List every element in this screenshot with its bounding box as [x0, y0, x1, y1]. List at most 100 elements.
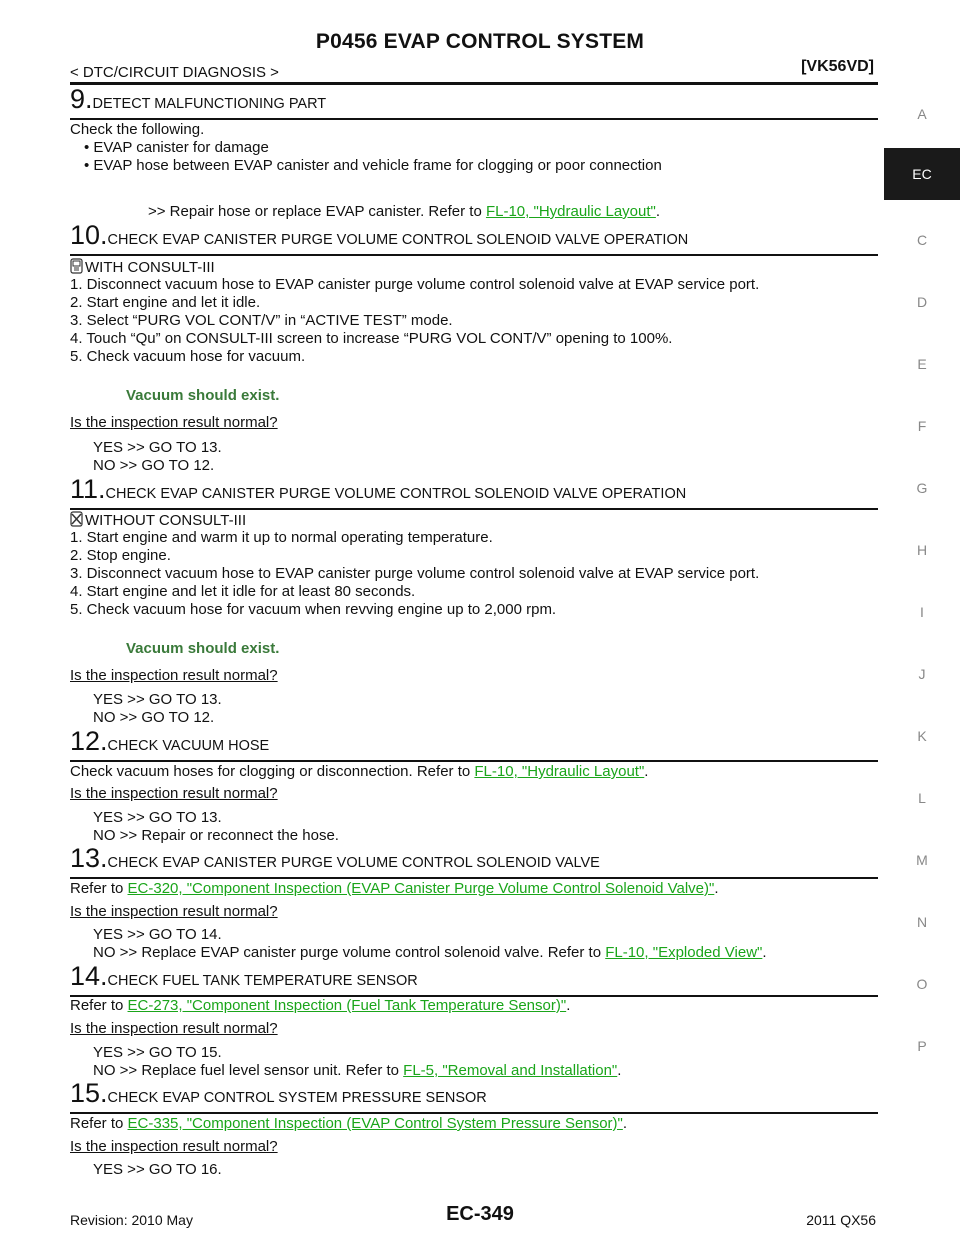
question-text: Is the inspection result normal?: [70, 667, 278, 684]
step-divider: [70, 995, 878, 997]
ref-link[interactable]: FL-5, "Removal and Installation": [403, 1062, 618, 1079]
ref-link[interactable]: EC-335, "Component Inspection (EVAP Cont…: [127, 1115, 623, 1132]
body-text: Refer to: [70, 880, 128, 897]
answer-text: NO >> Replace EVAP canister purge volume…: [93, 944, 606, 961]
action-line: >> Repair hose or replace EVAP canister.…: [148, 203, 660, 220]
step-number: 14.: [70, 961, 108, 991]
mode-label: WITHOUT CONSULT-III: [85, 512, 247, 529]
step-12-heading: 12.CHECK VACUUM HOSE: [70, 726, 269, 757]
text-line: Refer to EC-320, "Component Inspection (…: [70, 880, 719, 897]
step-number: 13.: [70, 843, 108, 873]
body-text: .: [566, 997, 571, 1014]
body-text: .: [644, 763, 649, 780]
side-tab-g[interactable]: G: [916, 480, 928, 496]
body-text: .: [622, 1115, 628, 1132]
question-text: Is the inspection result normal?: [70, 785, 278, 802]
step-number: 15.: [70, 1078, 108, 1108]
answer-yes: YES >> GO TO 16.: [93, 1161, 222, 1178]
text-line: 4. Touch “Qu” on CONSULT-III screen to i…: [70, 330, 673, 347]
step-title: CHECK EVAP CANISTER PURGE VOLUME CONTROL…: [107, 855, 600, 871]
ref-link[interactable]: FL-10, "Exploded View": [605, 944, 763, 961]
ref-link[interactable]: EC-320, "Component Inspection (EVAP Cani…: [127, 880, 715, 897]
answer-no: NO >> GO TO 12.: [93, 457, 215, 474]
mode-line: WITHOUT CONSULT-III: [70, 511, 246, 529]
answer-text: NO >> Replace fuel level sensor unit. Re…: [93, 1062, 404, 1079]
body-text: Refer to: [70, 997, 128, 1014]
text-line: 3. Disconnect vacuum hose to EVAP canist…: [70, 565, 760, 582]
text-line: • EVAP canister for damage: [84, 139, 269, 156]
step-10-heading: 10.CHECK EVAP CANISTER PURGE VOLUME CONT…: [70, 220, 688, 251]
ref-link[interactable]: EC-273, "Component Inspection (Fuel Tank…: [127, 997, 567, 1014]
answer-yes: YES >> GO TO 13.: [93, 809, 222, 826]
text-line: Check vacuum hoses for clogging or disco…: [70, 763, 648, 780]
question-text: Is the inspection result normal?: [70, 414, 278, 431]
side-tab-n[interactable]: N: [916, 914, 928, 930]
step-divider: [70, 508, 878, 510]
answer-yes: YES >> GO TO 14.: [93, 926, 222, 943]
text-line: 3. Select “PURG VOL CONT/V” in “ACTIVE T…: [70, 312, 453, 329]
side-tab-ec[interactable]: EC: [884, 148, 960, 200]
answer-no: NO >> Repair or reconnect the hose.: [93, 827, 339, 844]
side-tab-k[interactable]: K: [917, 728, 927, 744]
answer-text: .: [617, 1062, 622, 1079]
text-line: 5. Check vacuum hose for vacuum when rev…: [70, 601, 557, 618]
step-number: 11.: [70, 474, 106, 504]
side-tab-l[interactable]: L: [918, 790, 926, 806]
breadcrumb: < DTC/CIRCUIT DIAGNOSIS >: [70, 64, 279, 81]
side-tab-e[interactable]: E: [917, 356, 927, 372]
step-title: DETECT MALFUNCTIONING PART: [92, 96, 327, 112]
step-13-heading: 13.CHECK EVAP CANISTER PURGE VOLUME CONT…: [70, 843, 600, 874]
page-title: P0456 EVAP CONTROL SYSTEM: [315, 30, 645, 53]
ref-link[interactable]: FL-10, "Hydraulic Layout": [474, 763, 645, 780]
side-tab-o[interactable]: O: [916, 976, 928, 992]
action-text: .: [655, 203, 661, 220]
side-tab-a[interactable]: A: [917, 106, 927, 122]
side-tab-d[interactable]: D: [916, 294, 928, 310]
answer-no: NO >> Replace EVAP canister purge volume…: [93, 944, 767, 961]
text-line: 1. Disconnect vacuum hose to EVAP canist…: [70, 276, 760, 293]
consult-without-icon: [70, 511, 83, 527]
step-divider: [70, 877, 878, 879]
side-tab-p[interactable]: P: [917, 1038, 927, 1054]
question-text: Is the inspection result normal?: [70, 903, 278, 920]
text-line: 2. Stop engine.: [70, 547, 171, 564]
step-divider: [70, 1112, 878, 1114]
answer-yes: YES >> GO TO 13.: [93, 691, 222, 708]
step-title: CHECK EVAP CANISTER PURGE VOLUME CONTROL…: [105, 486, 687, 502]
header-divider: [70, 82, 878, 85]
step-number: 9.: [70, 84, 93, 114]
side-tab-m[interactable]: M: [916, 852, 928, 868]
consult-with-icon: [70, 258, 83, 274]
side-tab-i[interactable]: I: [920, 604, 924, 620]
text-line: 5. Check vacuum hose for vacuum.: [70, 348, 306, 365]
side-tab-j[interactable]: J: [918, 666, 926, 682]
text-line: 4. Start engine and let it idle for at l…: [70, 583, 416, 600]
text-line: 2. Start engine and let it idle.: [70, 294, 261, 311]
step-9-heading: 9.DETECT MALFUNCTIONING PART: [70, 84, 326, 115]
action-text: >> Repair hose or replace EVAP canister.…: [148, 203, 486, 220]
step-divider: [70, 118, 878, 120]
revision-text: Revision: 2010 May: [70, 1212, 193, 1228]
step-divider: [70, 254, 878, 256]
answer-no: NO >> GO TO 12.: [93, 709, 215, 726]
spec-text: Vacuum should exist.: [126, 387, 280, 404]
ref-link[interactable]: FL-10, "Hydraulic Layout": [485, 203, 656, 220]
text-line: Refer to EC-335, "Component Inspection (…: [70, 1115, 627, 1132]
model-year: 2011 QX56: [806, 1212, 876, 1228]
side-tab-c[interactable]: C: [916, 232, 928, 248]
side-tab-f[interactable]: F: [917, 418, 927, 434]
question-text: Is the inspection result normal?: [70, 1020, 278, 1037]
text-line: • EVAP hose between EVAP canister and ve…: [84, 157, 662, 174]
question-text: Is the inspection result normal?: [70, 1138, 278, 1155]
step-title: CHECK EVAP CONTROL SYSTEM PRESSURE SENSO…: [107, 1090, 487, 1106]
answer-yes: YES >> GO TO 15.: [93, 1044, 222, 1061]
page-number: EC-349: [446, 1203, 514, 1225]
step-number: 10.: [70, 220, 108, 250]
text-line: Check the following.: [70, 121, 205, 138]
body-text: .: [714, 880, 719, 897]
side-tab-h[interactable]: H: [916, 542, 928, 558]
text-line: 1. Start engine and warm it up to normal…: [70, 529, 493, 546]
spec-text: Vacuum should exist.: [126, 640, 280, 657]
body-text: Refer to: [70, 1115, 128, 1132]
step-number: 12.: [70, 726, 108, 756]
